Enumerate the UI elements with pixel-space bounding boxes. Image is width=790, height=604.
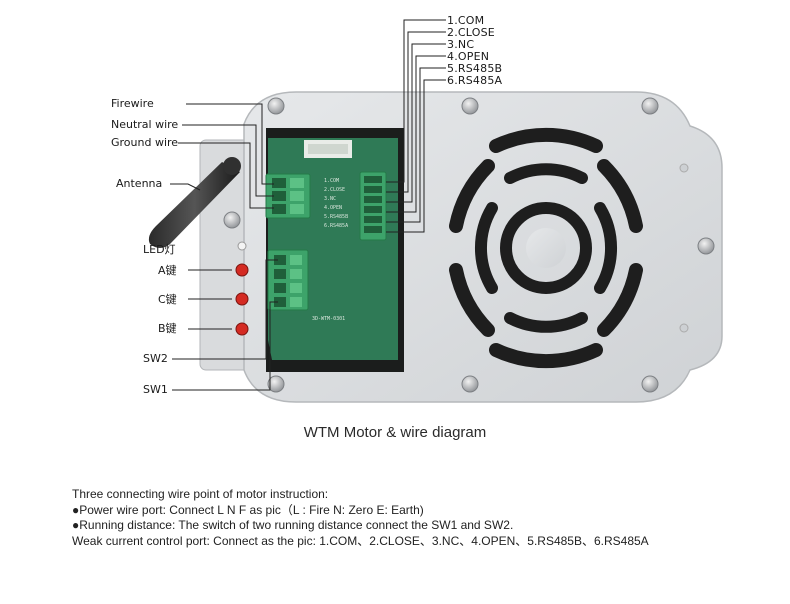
pcb-chip-inner bbox=[308, 144, 348, 154]
vent-outer-right-lower bbox=[597, 263, 643, 337]
screw-bottom-right bbox=[641, 375, 659, 393]
key-b-button[interactable] bbox=[235, 322, 249, 336]
terminal-switch-screw bbox=[290, 297, 302, 307]
screw-top-right bbox=[641, 97, 659, 115]
terminal-block-power bbox=[265, 173, 311, 219]
terminal-power-pin bbox=[272, 191, 286, 201]
terminal-control-pin bbox=[364, 196, 382, 203]
terminal-block-switch bbox=[267, 249, 309, 311]
label-ground-wire: Ground wire bbox=[111, 136, 179, 149]
pcb-pin-label: 5.RS485B bbox=[324, 214, 349, 220]
fan-hub bbox=[526, 228, 566, 268]
label-key-c: C键 bbox=[158, 293, 177, 306]
label-key-b: B键 bbox=[158, 322, 177, 335]
antenna-body bbox=[148, 162, 240, 248]
instruction-power: ●Power wire port: Connect L N F as pic（L… bbox=[72, 503, 772, 519]
terminal-power-screw bbox=[290, 204, 304, 214]
pcb-pin-label: 6.RS485A bbox=[324, 223, 349, 229]
diagram-caption: WTM Motor & wire diagram bbox=[303, 424, 487, 441]
screw-bottom-mid bbox=[461, 375, 479, 393]
leader-lines-left bbox=[170, 103, 278, 391]
label-key-a: A键 bbox=[158, 264, 177, 277]
terminal-power-screw bbox=[290, 191, 304, 201]
vent-mid-top bbox=[504, 163, 588, 184]
vent-mid-right bbox=[594, 202, 618, 294]
screw-top-left bbox=[267, 97, 285, 115]
label-led: LED灯 bbox=[143, 243, 176, 256]
vent-mid-left bbox=[474, 202, 498, 294]
terminal-switch-pin bbox=[274, 269, 286, 279]
housing-hole bbox=[679, 163, 689, 173]
instruction-running-text: Running distance: The switch of two runn… bbox=[79, 518, 514, 532]
pcb-board bbox=[268, 138, 398, 360]
terminal-switch-screw bbox=[290, 255, 302, 265]
vent-mid-bottom bbox=[504, 312, 588, 333]
label-rs485b: 5.RS485B bbox=[447, 62, 503, 75]
leader-lines-control bbox=[386, 19, 446, 233]
terminal-control-pin bbox=[364, 176, 382, 183]
pcb-pin-label: 1.COM bbox=[324, 178, 340, 184]
label-close: 2.CLOSE bbox=[447, 26, 495, 39]
pcb-pin-label: 4.OPEN bbox=[324, 205, 343, 211]
instruction-weak: Weak current control port: Connect as th… bbox=[72, 533, 649, 548]
vent-inner-ring bbox=[500, 202, 592, 294]
terminal-power-pin bbox=[272, 178, 286, 188]
instructions-heading: Three connecting wire point of motor ins… bbox=[72, 487, 329, 501]
terminal-block-control bbox=[359, 171, 387, 241]
terminal-switch-screw bbox=[290, 269, 302, 279]
terminal-power-screw bbox=[290, 178, 304, 188]
screw-top-mid bbox=[461, 97, 479, 115]
terminal-switch-screw bbox=[290, 283, 302, 293]
pcb-board-id: 3D-WTM-0301 bbox=[312, 316, 346, 322]
label-nc: 3.NC bbox=[447, 38, 475, 51]
terminal-control-pin bbox=[364, 206, 382, 213]
bullet-icon: ● bbox=[72, 502, 80, 517]
bullet-icon: ● bbox=[72, 518, 80, 532]
fan-vent-grille bbox=[449, 127, 643, 369]
antenna-base bbox=[223, 157, 241, 175]
label-antenna: Antenna bbox=[116, 177, 163, 190]
terminal-control-pin bbox=[364, 216, 382, 223]
vent-outer-left-upper bbox=[449, 159, 495, 233]
screw-right bbox=[697, 237, 715, 255]
screw-bottom-left bbox=[267, 375, 285, 393]
housing-screws bbox=[223, 97, 715, 393]
label-com: 1.COM bbox=[447, 14, 485, 27]
housing-hole bbox=[679, 323, 689, 333]
key-c-button[interactable] bbox=[235, 292, 249, 306]
terminal-switch-pin bbox=[274, 255, 286, 265]
terminal-control-pin bbox=[364, 226, 382, 233]
label-firewire: Firewire bbox=[111, 97, 154, 110]
pcb-surface bbox=[268, 138, 398, 360]
terminal-control-pin bbox=[364, 186, 382, 193]
label-sw1: SW1 bbox=[143, 383, 168, 396]
screw-side bbox=[223, 211, 241, 229]
label-neutral-wire: Neutral wire bbox=[111, 118, 179, 131]
pcb-pin-label: 3.NC bbox=[324, 196, 337, 202]
label-open: 4.OPEN bbox=[447, 50, 490, 63]
terminal-power-pin bbox=[272, 204, 286, 214]
motor-diagram bbox=[148, 19, 723, 403]
key-buttons bbox=[235, 263, 249, 336]
instruction-running: ●Running distance: The switch of two run… bbox=[72, 518, 772, 534]
key-a-button[interactable] bbox=[235, 263, 249, 277]
label-rs485a: 6.RS485A bbox=[447, 74, 503, 87]
antenna bbox=[148, 157, 241, 248]
instruction-power-text: Power wire port: Connect L N F as pic（L … bbox=[79, 502, 424, 517]
vent-outer-right-upper bbox=[597, 159, 643, 233]
terminal-switch-pin bbox=[274, 283, 286, 293]
vent-outer-left-lower bbox=[449, 263, 495, 337]
label-sw2: SW2 bbox=[143, 352, 168, 365]
pcb-pin-label: 2.CLOSE bbox=[324, 187, 346, 193]
vent-outer-bottom bbox=[489, 343, 603, 369]
led-indicator bbox=[237, 241, 247, 251]
terminal-switch-pin bbox=[274, 297, 286, 307]
instructions: Three connecting wire point of motor ins… bbox=[72, 487, 772, 549]
vent-outer-top bbox=[489, 127, 603, 153]
